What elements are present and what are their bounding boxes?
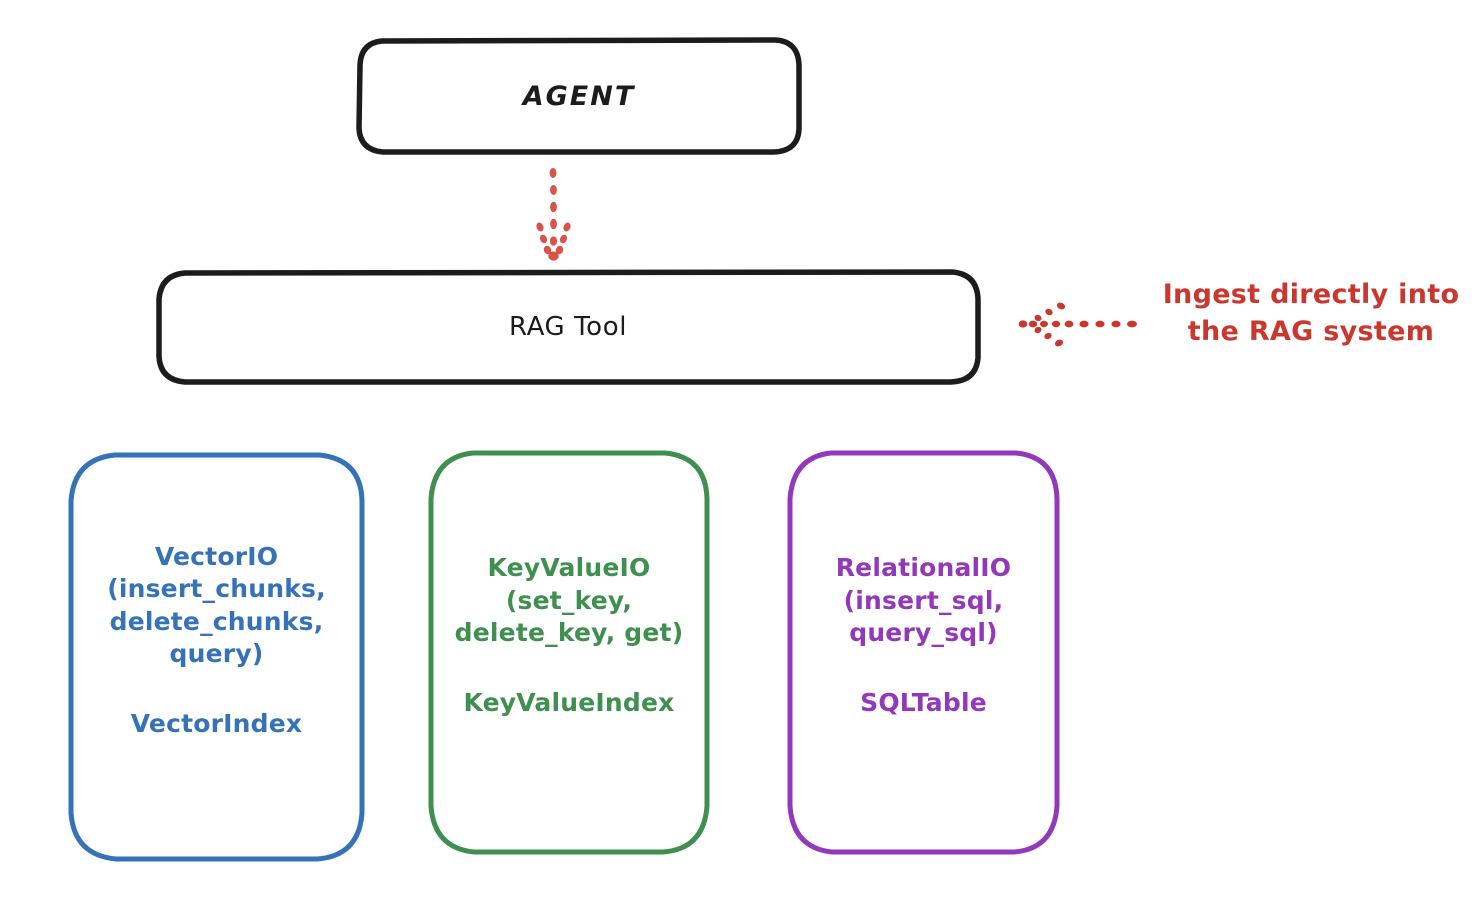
agent-to-rag-tool-arrow-icon	[536, 168, 571, 261]
vectorio-content: VectorIO (insert_chunks, delete_chunks, …	[67, 541, 366, 738]
rag-tool-content: RAG Tool	[155, 312, 981, 342]
keyvalueio-index-label: KeyValueIndex	[463, 687, 675, 717]
relationalio-api-label: RelationalIO (insert_sql, query_sql)	[835, 553, 1012, 648]
node-rag-tool[interactable]: RAG Tool	[155, 269, 981, 385]
node-relationalio[interactable]: RelationalIO (insert_sql, query_sql) SQL…	[786, 449, 1061, 856]
agent-content: AGENT	[356, 81, 802, 112]
relationalio-content: RelationalIO (insert_sql, query_sql) SQL…	[786, 552, 1061, 717]
vectorio-index-label: VectorIndex	[130, 708, 303, 738]
node-keyvalueio[interactable]: KeyValueIO (set_key, delete_key, get) Ke…	[427, 449, 711, 856]
node-vectorio[interactable]: VectorIO (insert_chunks, delete_chunks, …	[67, 451, 366, 863]
keyvalueio-api-label: KeyValueIO (set_key, delete_key, get)	[454, 553, 684, 648]
rag-tool-label: RAG Tool	[508, 312, 628, 342]
agent-label: AGENT	[522, 80, 636, 112]
keyvalueio-content: KeyValueIO (set_key, delete_key, get) Ke…	[427, 552, 711, 717]
vectorio-api-label: VectorIO (insert_chunks, delete_chunks, …	[107, 541, 326, 669]
ingest-annotation-text: Ingest directly into the RAG system	[1162, 279, 1460, 348]
node-agent[interactable]: AGENT	[356, 37, 802, 155]
relationalio-index-label: SQLTable	[860, 687, 987, 717]
ingest-into-rag-arrow-icon	[1018, 302, 1137, 347]
